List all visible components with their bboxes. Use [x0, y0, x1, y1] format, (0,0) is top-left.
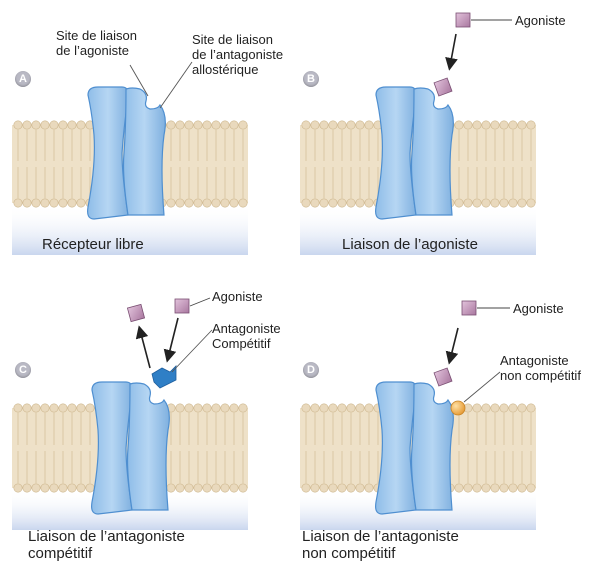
panel-letter-b: B — [303, 71, 319, 87]
receptor-a — [88, 87, 166, 219]
agonist-bound-d — [434, 368, 452, 386]
caption-a: Récepteur libre — [42, 236, 144, 254]
agonist-bound-b — [434, 78, 452, 96]
agonist-arrow-b — [450, 34, 456, 66]
caption-b: Liaison de l’agoniste — [342, 236, 478, 254]
receptor-c — [92, 382, 170, 514]
agonist-arrow-d — [450, 328, 458, 360]
displaced-agonist-c — [127, 304, 144, 321]
label-agonist-c: Agoniste — [212, 289, 263, 304]
leader-antagonist-d — [464, 372, 500, 402]
agonist-arrow-c — [168, 318, 178, 358]
receptor-d — [376, 382, 454, 514]
leader-antagonist-c — [172, 330, 212, 372]
label-allosteric-site: Site de liaison de l’antagoniste allosté… — [192, 32, 283, 77]
caption-d: Liaison de l’antagoniste non compétitif — [302, 528, 459, 562]
label-agonist-b: Agoniste — [515, 13, 566, 28]
label-agonist-d: Agoniste — [513, 301, 564, 316]
agonist-legend-d — [462, 301, 510, 315]
competitive-antagonist-c — [152, 366, 176, 388]
label-agonist-site: Site de liaison de l’agoniste — [56, 28, 137, 58]
displacement-arrow-c — [140, 330, 150, 368]
panel-letter-a: A — [15, 71, 31, 87]
agonist-legend-b — [456, 13, 512, 27]
label-antagonist-d: Antagoniste non compétitif — [500, 353, 581, 383]
panel-letter-c: C — [15, 362, 31, 378]
panel-letter-d: D — [303, 362, 319, 378]
caption-c: Liaison de l’antagoniste compétitif — [28, 528, 185, 562]
noncompetitive-antagonist-d — [451, 401, 465, 415]
label-antagonist-c: Antagoniste Compétitif — [212, 321, 281, 351]
leader-allosteric-site-a — [160, 62, 192, 108]
agonist-legend-c — [175, 298, 210, 313]
receptor-b — [376, 87, 454, 219]
